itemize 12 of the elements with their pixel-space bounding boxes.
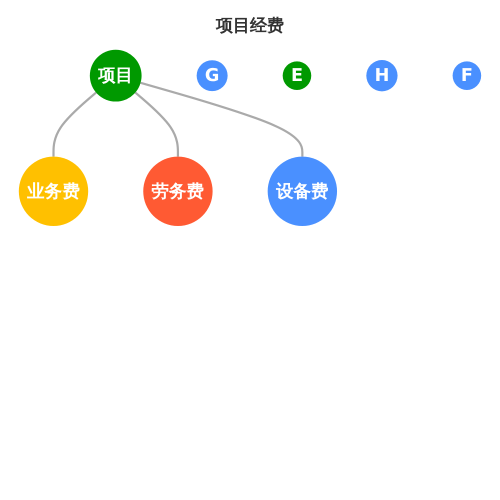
node-circle: H [366, 60, 398, 92]
connector [52, 92, 97, 157]
node-circle: 设备费 [268, 156, 338, 226]
node-circle: G [196, 60, 228, 92]
node-circle: 业务费 [18, 156, 88, 226]
node-circle: F [452, 61, 482, 90]
node-circle: E [282, 61, 312, 90]
diagram-title: 项目经费 [216, 15, 284, 37]
connector [140, 82, 304, 157]
node-circle: 劳务费 [143, 156, 213, 226]
node-circle: 项目 [90, 50, 142, 102]
connector [134, 92, 180, 157]
